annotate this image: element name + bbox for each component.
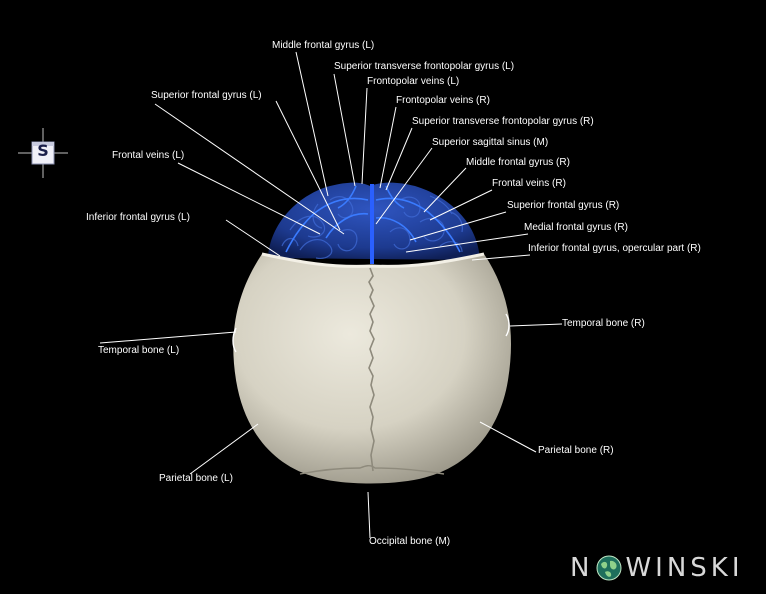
label-superior-frontal-gyrus-l: Superior frontal gyrus (L) <box>151 90 262 101</box>
label-temporal-bone-l: Temporal bone (L) <box>98 345 180 356</box>
label-parietal-bone-r: Parietal bone (R) <box>538 445 614 456</box>
orientation-letter: S <box>37 141 49 160</box>
leader-lines <box>99 51 563 539</box>
label-superior-transverse-frontopolar-gyrus-r: Superior transverse frontopolar gyrus (R… <box>412 116 594 127</box>
label-frontal-veins-r: Frontal veins (R) <box>492 178 566 189</box>
skull <box>232 252 511 484</box>
brand-logo: N WINSKI <box>570 552 744 584</box>
label-superior-frontal-gyrus-r: Superior frontal gyrus (R) <box>507 200 620 211</box>
label-temporal-bone-r: Temporal bone (R) <box>562 318 645 329</box>
label-frontopolar-veins-l: Frontopolar veins (L) <box>367 76 460 87</box>
label-superior-sagittal-sinus-m: Superior sagittal sinus (M) <box>432 137 549 148</box>
label-frontopolar-veins-r: Frontopolar veins (R) <box>396 95 490 106</box>
label-medial-frontal-gyrus-r: Medial frontal gyrus (R) <box>524 222 628 233</box>
orientation-indicator[interactable]: S <box>18 128 68 178</box>
label-inferior-frontal-gyrus-l: Inferior frontal gyrus (L) <box>86 212 190 223</box>
globe-icon <box>595 554 623 582</box>
brain-frontal-lobes <box>268 182 480 264</box>
brand-text-right: WINSKI <box>625 553 744 583</box>
label-inferior-frontal-gyrus-opercular-r: Inferior frontal gyrus, opercular part (… <box>528 243 701 254</box>
leader-superior-frontal-l <box>275 100 341 231</box>
label-middle-frontal-gyrus-r: Middle frontal gyrus (R) <box>466 157 570 168</box>
brand-text-left: N <box>570 553 594 583</box>
label-occipital-bone-m: Occipital bone (M) <box>369 536 451 547</box>
label-frontal-veins-l: Frontal veins (L) <box>112 150 185 161</box>
label-parietal-bone-l: Parietal bone (L) <box>159 473 233 484</box>
label-middle-frontal-gyrus-l: Middle frontal gyrus (L) <box>272 40 375 51</box>
orientation-cube-icon <box>18 128 68 178</box>
label-superior-transverse-frontopolar-gyrus-l: Superior transverse frontopolar gyrus (L… <box>334 61 515 72</box>
